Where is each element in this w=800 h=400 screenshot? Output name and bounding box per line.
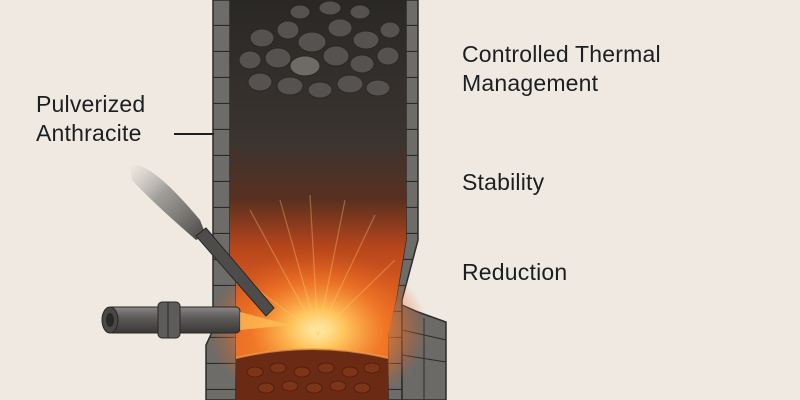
tuyere-nozzle <box>101 301 290 339</box>
label-line: Pulverized <box>36 91 146 117</box>
label-controlled-thermal-management: Controlled Thermal Management <box>462 40 762 98</box>
coal-charge <box>238 0 401 99</box>
leader-line <box>174 133 214 135</box>
label-line: Controlled Thermal <box>462 41 661 67</box>
injection-lance <box>130 164 275 317</box>
molten-hearth <box>235 348 389 400</box>
label-line: Reduction <box>462 259 568 285</box>
label-reduction: Reduction <box>462 258 567 287</box>
label-pulverized-anthracite: Pulverized Anthracite <box>36 90 216 148</box>
label-line: Stability <box>462 169 545 195</box>
label-line: Management <box>462 70 599 96</box>
label-stability: Stability <box>462 168 544 197</box>
label-line: Anthracite <box>36 120 142 146</box>
